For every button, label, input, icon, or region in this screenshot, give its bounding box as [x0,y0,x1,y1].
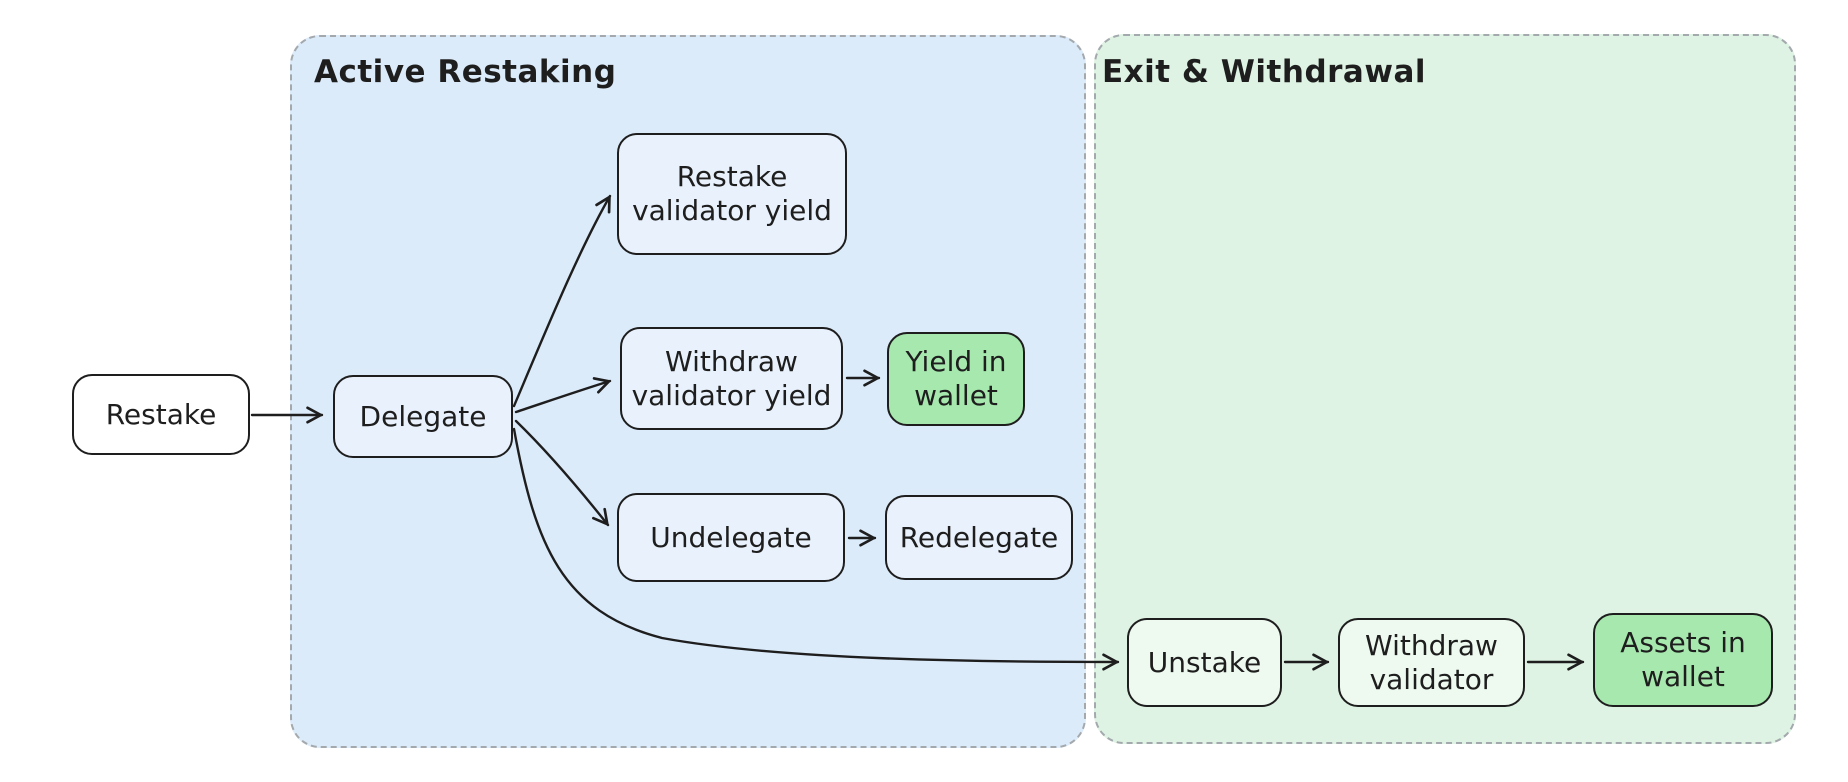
group-label-active-restaking: Active Restaking [314,54,617,90]
node-redelegate-label: Redelegate [899,520,1059,554]
node-restake: Restake [72,374,250,455]
node-unstake: Unstake [1127,618,1282,707]
node-withdraw-validator: Withdraw validator [1338,618,1525,707]
node-withdraw-validator-label: Withdraw validator [1365,628,1498,696]
group-label-exit-withdrawal: Exit & Withdrawal [1102,54,1427,90]
node-withdraw-validator-yield: Withdraw validator yield [620,327,843,430]
node-delegate: Delegate [333,375,513,458]
node-assets-in-wallet-label: Assets in wallet [1620,626,1746,693]
node-withdraw-validator-yield-label: Withdraw validator yield [631,344,832,412]
node-delegate-label: Delegate [359,399,487,433]
node-assets-in-wallet: Assets in wallet [1593,613,1773,707]
node-restake-validator-yield: Restake validator yield [617,133,847,255]
node-undelegate-label: Undelegate [650,520,812,554]
node-undelegate: Undelegate [617,493,845,582]
node-yield-in-wallet: Yield in wallet [887,332,1025,426]
node-yield-in-wallet-label: Yield in wallet [905,345,1007,412]
node-restake-validator-yield-label: Restake validator yield [632,160,832,227]
node-redelegate: Redelegate [885,495,1073,580]
node-unstake-label: Unstake [1147,645,1262,679]
node-restake-label: Restake [105,397,217,431]
